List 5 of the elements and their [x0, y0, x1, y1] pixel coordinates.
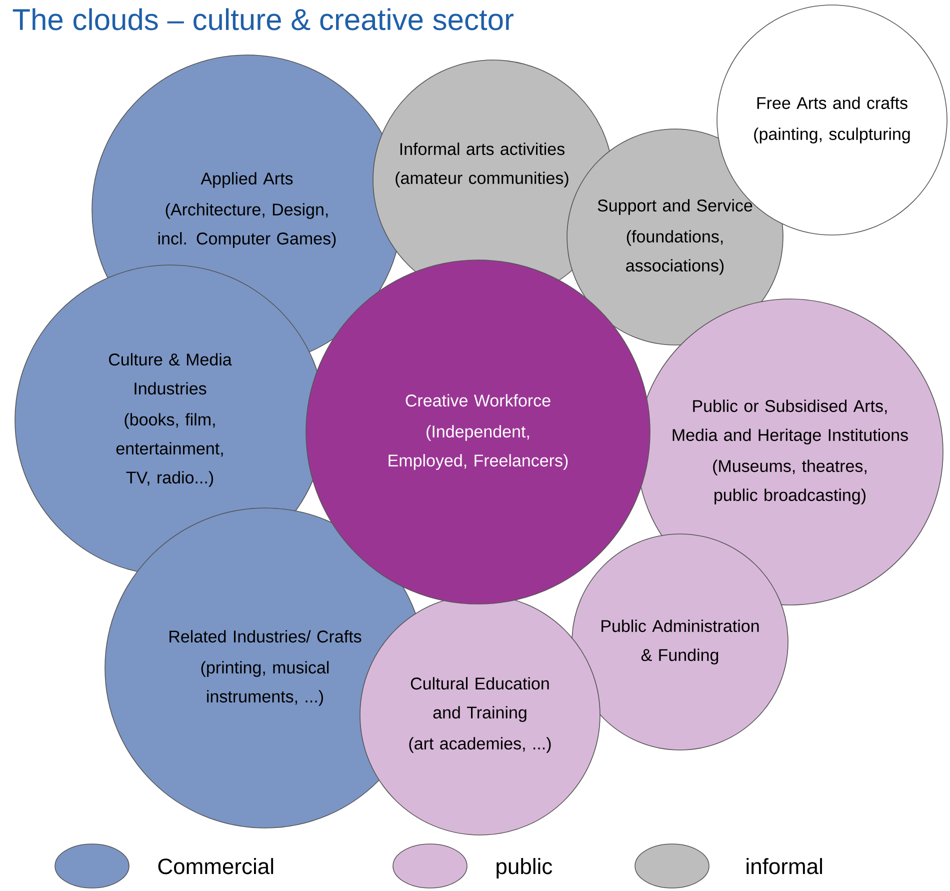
node-label: Free Arts and crafts	[757, 96, 908, 110]
legend-label: public	[496, 858, 552, 879]
title: The clouds – culture & creative sector	[12, 8, 514, 30]
legend-label: Commercial	[158, 858, 274, 874]
legend-label: informal	[746, 858, 822, 874]
